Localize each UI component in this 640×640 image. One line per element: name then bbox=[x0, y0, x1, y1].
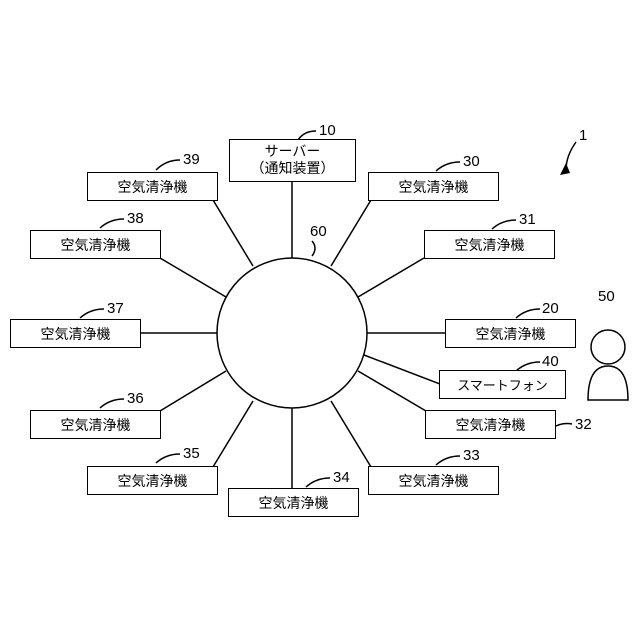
leader-30 bbox=[436, 162, 460, 171]
purifier-label: 空気清浄機 bbox=[118, 471, 188, 491]
purifier-box-30: 空気清浄機 bbox=[368, 172, 499, 201]
leader-33 bbox=[436, 456, 460, 465]
ref-purifier-34: 34 bbox=[333, 470, 350, 485]
ref-purifier-31: 31 bbox=[519, 212, 536, 227]
leader-31 bbox=[492, 220, 516, 229]
purifier-label: 空気清浄機 bbox=[61, 415, 131, 435]
ref-purifier-36: 36 bbox=[127, 391, 144, 406]
ref-system: 1 bbox=[579, 128, 587, 143]
ref-server: 10 bbox=[319, 123, 336, 138]
smartphone-box: スマートフォン bbox=[439, 370, 566, 399]
ref-network: 60 bbox=[310, 224, 327, 239]
link-purifier-32 bbox=[358, 371, 426, 411]
link-purifier-38 bbox=[160, 258, 226, 297]
ref-purifier-32: 32 bbox=[575, 417, 592, 432]
link-purifier-33 bbox=[331, 401, 371, 467]
purifier-label: 空気清浄機 bbox=[455, 235, 525, 255]
link-smartphone bbox=[364, 355, 440, 384]
ref-purifier-39: 39 bbox=[183, 152, 200, 167]
leader-35 bbox=[156, 454, 180, 463]
ref-purifier-20: 20 bbox=[542, 301, 559, 316]
purifier-box-35: 空気清浄機 bbox=[87, 466, 218, 495]
server-box: サーバー （通知装置） bbox=[229, 139, 356, 182]
purifier-label: 空気清浄機 bbox=[456, 415, 526, 435]
network-circle bbox=[217, 258, 367, 408]
ref-purifier-30: 30 bbox=[463, 154, 480, 169]
purifier-box-37: 空気清浄機 bbox=[10, 319, 141, 348]
purifier-label: 空気清浄機 bbox=[41, 324, 111, 344]
ref-smartphone: 40 bbox=[542, 354, 559, 369]
leader-38 bbox=[100, 219, 124, 228]
link-purifier-31 bbox=[358, 258, 424, 297]
leader-39 bbox=[156, 160, 180, 170]
purifier-label: 空気清浄機 bbox=[118, 177, 188, 197]
purifier-label: 空気清浄機 bbox=[399, 177, 469, 197]
leader-1 bbox=[566, 142, 576, 170]
ref-user: 50 bbox=[598, 289, 615, 304]
link-purifier-30 bbox=[331, 200, 371, 266]
purifier-box-36: 空気清浄機 bbox=[30, 410, 161, 439]
purifier-label: 空気清浄機 bbox=[476, 324, 546, 344]
user-icon bbox=[588, 330, 628, 400]
purifier-box-33: 空気清浄機 bbox=[368, 466, 499, 495]
purifier-label: 空気清浄機 bbox=[61, 235, 131, 255]
purifier-label: 空気清浄機 bbox=[259, 493, 329, 513]
server-sublabel: （通知装置） bbox=[251, 161, 335, 178]
ref-purifier-33: 33 bbox=[463, 448, 480, 463]
smartphone-label: スマートフォン bbox=[457, 375, 548, 394]
server-label: サーバー bbox=[265, 144, 321, 161]
purifier-box-31: 空気清浄機 bbox=[424, 230, 555, 259]
ref-purifier-38: 38 bbox=[127, 211, 144, 226]
leader-20 bbox=[516, 309, 540, 318]
leader-34 bbox=[306, 478, 330, 487]
purifier-box-34: 空気清浄機 bbox=[228, 488, 359, 517]
leader-37 bbox=[80, 309, 104, 318]
purifier-box-39: 空気清浄機 bbox=[87, 172, 218, 201]
link-purifier-35 bbox=[213, 401, 253, 467]
link-purifier-39 bbox=[213, 200, 253, 266]
purifier-box-32: 空気清浄機 bbox=[425, 410, 556, 439]
purifier-box-38: 空気清浄機 bbox=[30, 230, 161, 259]
link-purifier-36 bbox=[160, 371, 226, 411]
arrow-icon bbox=[560, 163, 570, 175]
leader-60 bbox=[312, 241, 315, 256]
ref-purifier-37: 37 bbox=[107, 301, 124, 316]
purifier-label: 空気清浄機 bbox=[399, 471, 469, 491]
leader-36 bbox=[100, 399, 124, 408]
purifier-box-20: 空気清浄機 bbox=[445, 319, 576, 348]
ref-purifier-35: 35 bbox=[183, 446, 200, 461]
